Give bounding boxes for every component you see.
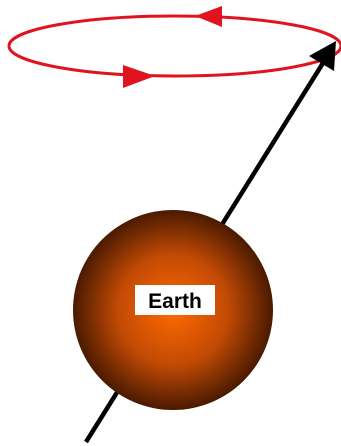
precession-ring xyxy=(9,16,341,76)
ring-arrow-bottom-icon xyxy=(123,65,155,88)
ring-arrow-top-icon xyxy=(195,6,222,27)
earth-label: Earth xyxy=(148,290,202,313)
